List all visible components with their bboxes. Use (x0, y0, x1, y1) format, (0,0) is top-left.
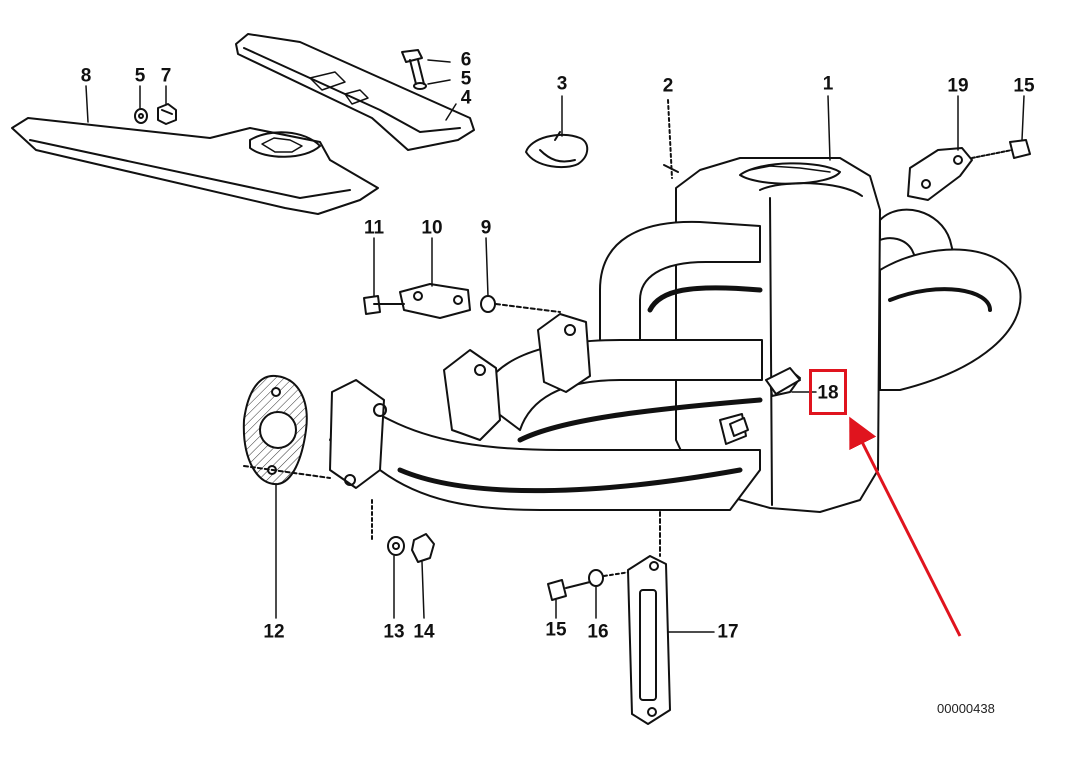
leader-lines (85, 59, 1025, 633)
bolt-15-top (971, 139, 1031, 159)
callout-5-left: 5 (134, 65, 146, 87)
bracket-19 (907, 147, 973, 201)
callout-3: 3 (556, 73, 568, 95)
callout-17: 17 (717, 621, 739, 643)
callout-14: 14 (413, 621, 435, 643)
washer-nut-13-14 (371, 499, 435, 563)
callout-15-bottom: 15 (545, 619, 567, 641)
callout-10: 10 (421, 217, 443, 239)
callout-2: 2 (662, 75, 674, 97)
callout-19: 19 (947, 75, 969, 97)
heat-shield-upper (235, 33, 475, 151)
callout-4: 4 (460, 87, 472, 109)
diagram-id: 00000438 (937, 701, 995, 716)
callout-12: 12 (263, 621, 285, 643)
callout-1: 1 (822, 73, 834, 95)
bolt-washer-15-16 (547, 569, 631, 601)
callout-11: 11 (363, 217, 385, 239)
strap-17 (627, 511, 671, 725)
highlight-box-18 (809, 369, 847, 415)
plug-18 (729, 367, 801, 437)
callout-8: 8 (80, 65, 92, 87)
callout-9: 9 (480, 217, 492, 239)
stud-2 (663, 99, 679, 179)
heat-shield-lower (11, 117, 379, 215)
callout-13: 13 (383, 621, 405, 643)
callout-18: 18 (817, 382, 839, 404)
washer-nut-left (134, 103, 177, 125)
cap-3 (525, 131, 589, 169)
highlight-arrow (849, 416, 962, 637)
sensor-bracket-10 (363, 283, 561, 319)
gasket-12 (242, 374, 331, 486)
callout-15-top: 15 (1013, 75, 1035, 97)
callout-6: 6 (460, 49, 472, 71)
callout-16: 16 (587, 621, 609, 643)
exhaust-manifold (329, 157, 1022, 513)
bolt-6 (401, 49, 427, 90)
callout-7: 7 (160, 65, 172, 87)
callout-5-top: 5 (460, 68, 472, 90)
